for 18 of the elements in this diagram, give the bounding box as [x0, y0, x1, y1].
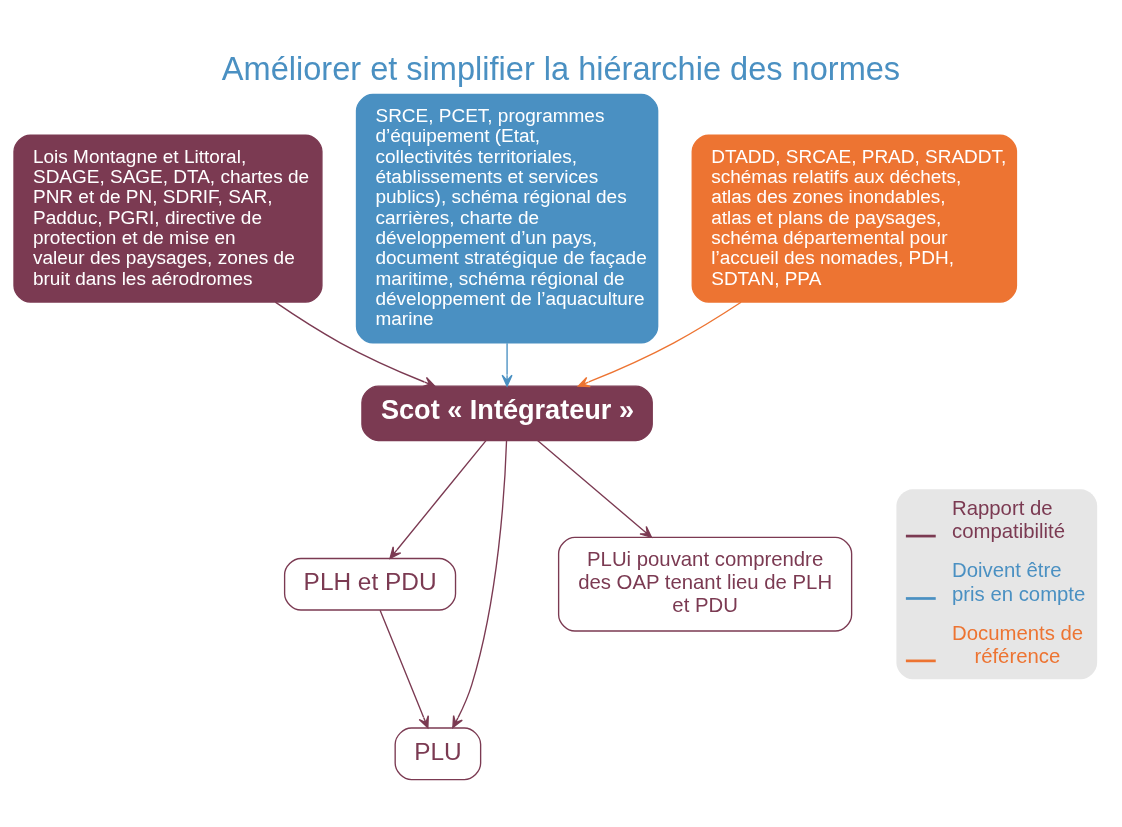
- diagram-title: Améliorer et simplifier la hiérarchie des normes: [221, 50, 901, 87]
- node-box: SRCE, PCET, programmes d’équipement (Etat, collectivités territoriales, établissements et services publics), schéma régional des carrières, charte de développement d’un pays, document stratégique de façade maritime, schéma régional de développement de l’aquaculture marine: [355, 93, 659, 343]
- node-box: PLUi pouvant comprendre des OAP tenant lieu de PLH et PDU: [557, 536, 853, 632]
- arrow: [389, 439, 487, 559]
- node-box: Lois Montagne et Littoral, SDAGE, SAGE, DTA, chartes de PNR et de PN, SDRIF, SAR, Padduc, PGRI, directive de protection et de mise en valeur des paysages, zones de bruit dans les aérodromes: [13, 134, 323, 303]
- legend-label: Doivent être pris en compte: [952, 558, 1086, 605]
- node-box: PLU: [394, 726, 482, 780]
- arrow: [452, 439, 508, 728]
- legend-label: Documents de référence: [952, 621, 1084, 667]
- node-box: Scot « Intégrateur »: [361, 385, 653, 441]
- arrow: [501, 342, 513, 387]
- node-box: DTADD, SRCAE, PRAD, SRADDT, schémas relatifs aux déchets, atlas des zones inondables, atlas et plans de paysages, schéma départemental pour l’accueil des nomades, PDH, SDTAN, PPA: [691, 134, 1018, 303]
- arrow: [274, 300, 436, 387]
- node-box: PLH et PDU: [283, 557, 457, 611]
- arrow: [379, 609, 429, 728]
- legend-label: Rapport de compatibilité: [952, 496, 1066, 542]
- arrow: [536, 439, 653, 538]
- arrow: [577, 301, 742, 387]
